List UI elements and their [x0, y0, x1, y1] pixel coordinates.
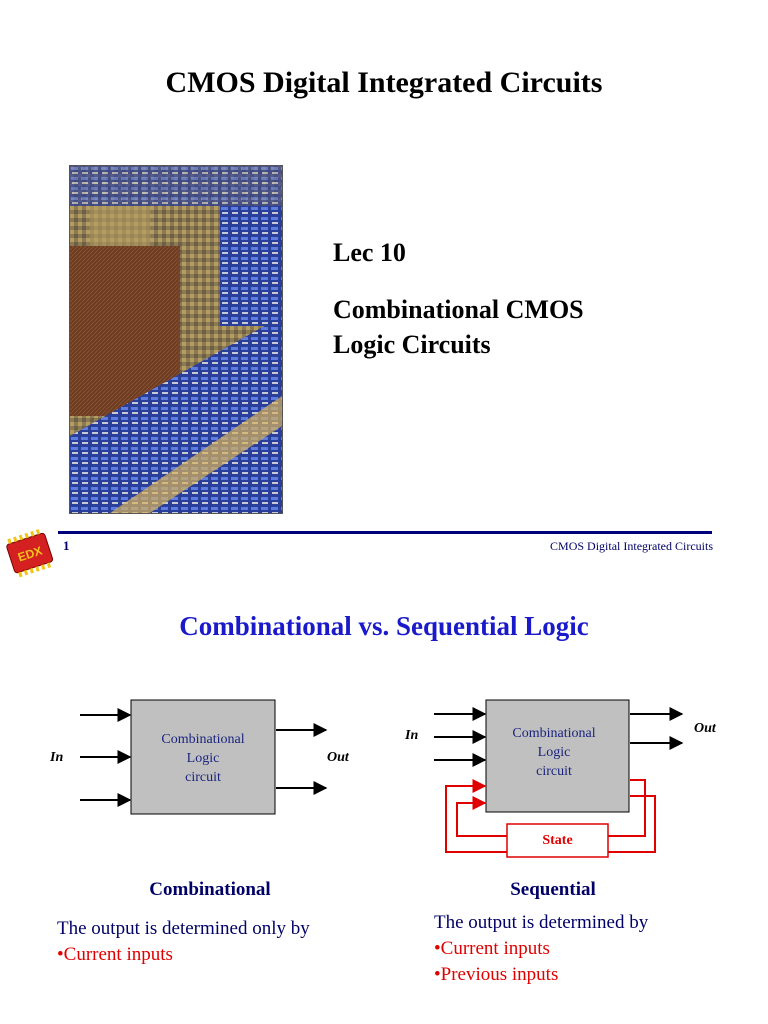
- description-text: The output is determined by: [434, 912, 649, 933]
- feedback-path-inner: [608, 779, 646, 837]
- slide-title: CMOS Digital Integrated Circuits: [165, 66, 603, 99]
- lecture-title: Combinational CMOS Logic Circuits: [333, 292, 673, 362]
- sequential-description: The output is determined by •Current inp…: [434, 910, 754, 988]
- block-label-line: circuit: [536, 764, 572, 779]
- footer-course-name: CMOS Digital Integrated Circuits: [550, 539, 713, 553]
- edx-logo: EDX: [2, 528, 58, 580]
- block-label-line: circuit: [185, 770, 221, 785]
- feedback-path-outer: [608, 795, 656, 853]
- seq-output-label: Out: [694, 721, 716, 736]
- combinational-description: The output is determined only by •Curren…: [57, 916, 377, 968]
- comb-input-label: In: [50, 750, 64, 765]
- block-label-line: Logic: [537, 745, 571, 760]
- combinational-block: [130, 699, 276, 815]
- seq-input-label: In: [405, 728, 419, 743]
- lecture-number: Lec 10: [333, 238, 406, 267]
- comb-output-label: Out: [327, 750, 349, 765]
- sequential-block: [485, 699, 630, 813]
- block-label-line: Combinational: [161, 732, 245, 747]
- state-label: State: [542, 833, 573, 848]
- lecture-title-line1: Combinational CMOS: [333, 295, 584, 324]
- bullet-item: •Previous inputs: [434, 964, 559, 985]
- combinational-block-label: Combinational Logic circuit: [131, 730, 275, 787]
- block-label-line: Combinational: [512, 726, 596, 741]
- combinational-caption: Combinational: [149, 879, 271, 900]
- lecture-title-line2: Logic Circuits: [333, 330, 491, 359]
- bullet-item: •Current inputs: [57, 944, 173, 965]
- slide-title: Combinational vs. Sequential Logic: [179, 611, 589, 641]
- footer-divider: [58, 531, 712, 534]
- bullet-item: •Current inputs: [434, 938, 550, 959]
- block-label-line: Logic: [186, 751, 220, 766]
- state-block: [506, 823, 609, 858]
- feedback-path-outer: [445, 779, 507, 853]
- chip-die-photo: [69, 165, 283, 514]
- feedback-path-inner: [456, 796, 507, 837]
- sequential-caption: Sequential: [510, 879, 596, 900]
- description-text: The output is determined only by: [57, 918, 310, 939]
- page-number: 1: [63, 538, 70, 553]
- sequential-block-label: Combinational Logic circuit: [486, 724, 622, 781]
